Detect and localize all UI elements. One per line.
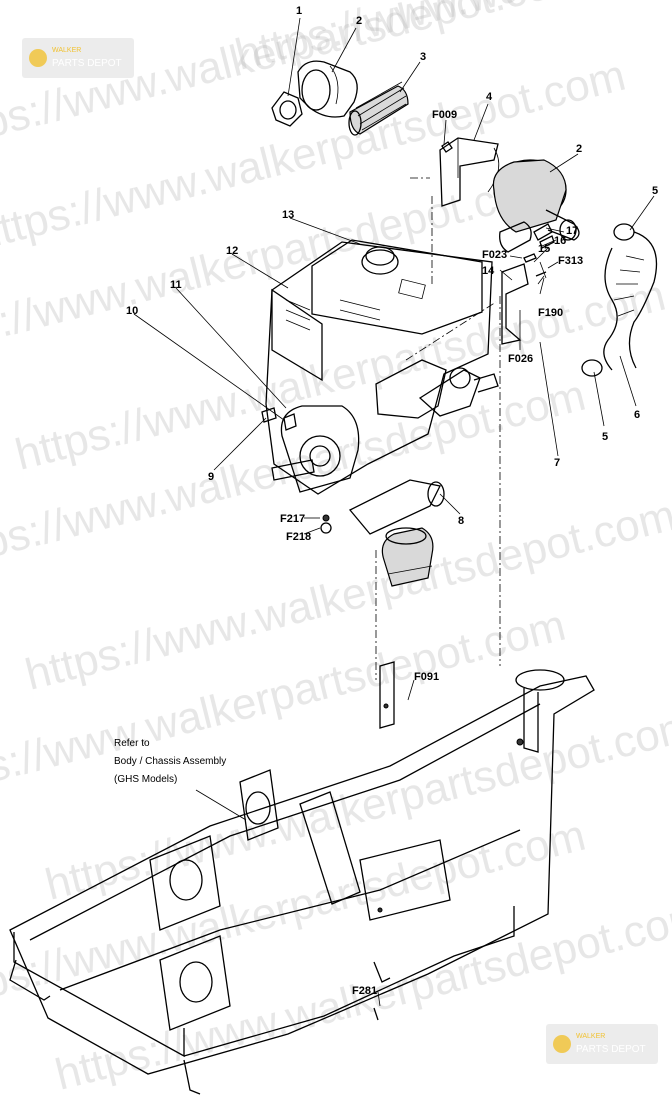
callout-F091: F091 [414,671,439,683]
callout-F023: F023 [482,249,507,261]
callout-8: 8 [458,515,464,527]
callout-5: 5 [652,185,658,197]
logo-top: WALKER PARTS DEPOT [22,38,134,78]
note-line-2: Body / Chassis Assembly [114,756,226,767]
air-cleaner-cover [297,60,358,118]
callout-F190: F190 [538,307,563,319]
callouts: 1 2 3 4 2 5 5 6 7 8 9 10 11 12 13 14 15 … [126,5,658,997]
callout-5: 5 [602,431,608,443]
callout-F313: F313 [558,255,583,267]
callout-7: 7 [554,457,560,469]
fasteners [441,141,555,277]
callout-14: 14 [482,265,495,277]
air-filter-element [348,81,409,136]
callout-F217: F217 [280,513,305,525]
callout-2: 2 [356,15,362,27]
leader-lines [133,17,655,1007]
callout-1: 1 [296,5,302,17]
callout-16: 16 [554,235,566,247]
callout-4: 4 [486,91,493,103]
air-cleaner-body [492,159,580,253]
callout-17: 17 [566,225,578,237]
dipstick [261,407,297,431]
note-line-3: (GHS Models) [114,774,177,785]
small-bracket [501,261,547,345]
callout-15: 15 [538,243,550,255]
callout-3: 3 [420,51,426,63]
callout-F281: F281 [352,985,377,997]
alignment-lines [375,177,501,680]
engine [265,239,499,535]
callout-F218: F218 [286,531,311,543]
callout-12: 12 [226,245,238,257]
callout-F026: F026 [508,353,533,365]
callout-9: 9 [208,471,214,483]
oil-filter [381,527,434,587]
chassis-frame [9,661,595,1095]
callout-2: 2 [576,143,582,155]
callout-11: 11 [170,279,182,291]
note-line-1: Refer to [114,738,150,749]
callout-10: 10 [126,305,138,317]
air-cleaner-cap [271,91,303,127]
logo-top-text: WALKER [52,47,81,54]
logo-text: PARTS DEPOT [576,1044,646,1055]
reference-note: Refer to Body / Chassis Assembly (GHS Mo… [114,738,226,785]
callout-6: 6 [634,409,640,421]
logo-top-text: WALKER [576,1033,605,1040]
mount-bracket [439,137,500,207]
logo-text: PARTS DEPOT [52,58,122,69]
callout-F009: F009 [432,109,457,121]
air-hose [603,231,658,371]
callout-13: 13 [282,209,294,221]
logo-bottom: WALKER PARTS DEPOT [546,1024,658,1064]
